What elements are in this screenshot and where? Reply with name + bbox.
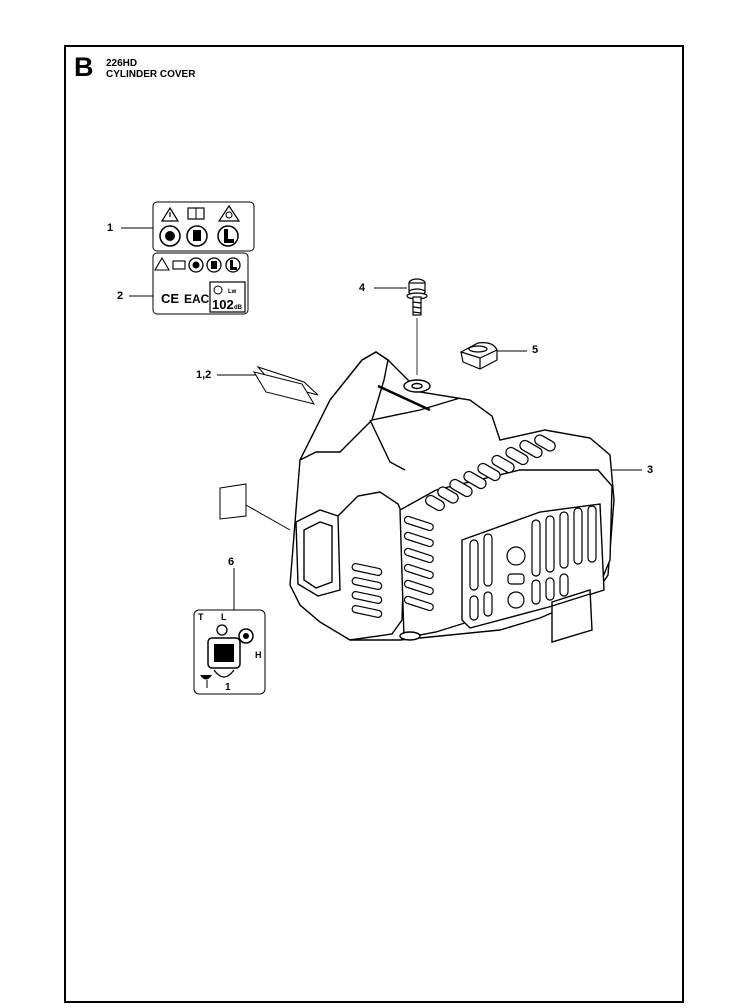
callout-1: 1 xyxy=(107,222,114,234)
warning-triangle-icon xyxy=(154,256,170,271)
gloves-icon xyxy=(206,257,222,273)
model-number: 226HD xyxy=(106,58,138,69)
callout-6: 6 xyxy=(228,556,235,568)
warning-triangle-icon xyxy=(160,206,180,222)
sound-prefix: Lw xyxy=(228,289,237,295)
leader-6b xyxy=(245,504,291,531)
carb-mark-1: 1 xyxy=(225,682,231,693)
sound-level-value: 102 xyxy=(212,297,234,312)
section-letter: B xyxy=(74,52,94,82)
carb-mark-l: L xyxy=(221,612,227,622)
carb-mark-t: T xyxy=(198,612,204,622)
screw-part-4 xyxy=(406,278,428,316)
side-vent-slots xyxy=(351,515,434,618)
boots-icon xyxy=(225,257,241,273)
callout-3: 3 xyxy=(647,464,654,476)
callout-2: 2 xyxy=(117,290,124,302)
decal-1 xyxy=(152,201,255,252)
gloves-icon xyxy=(186,225,208,247)
top-vent-slots xyxy=(425,434,556,512)
callout-5: 5 xyxy=(532,344,539,356)
callout-4: 4 xyxy=(359,282,366,294)
boots-icon xyxy=(217,225,239,247)
eye-protection-icon xyxy=(159,225,181,247)
eac-mark: EAC xyxy=(184,292,210,306)
rubber-pad-part-5 xyxy=(460,342,498,370)
debris-warning-icon xyxy=(217,204,241,222)
front-vent-slots xyxy=(469,505,597,621)
eye-protection-icon xyxy=(188,257,204,273)
carburetor-decal: T L H 1 xyxy=(193,609,266,695)
diagram-title: CYLINDER COVER xyxy=(106,69,196,80)
ce-mark: CE xyxy=(161,291,179,306)
decal-6-label xyxy=(219,483,247,520)
decal-2: CE EAC Lw 102 dB xyxy=(152,252,249,315)
sound-level-box xyxy=(209,281,246,313)
diagram-frame xyxy=(64,45,684,1003)
sound-icon xyxy=(213,285,223,295)
manual-book-icon xyxy=(172,260,186,270)
leader-lines xyxy=(121,227,642,612)
callout-1-2: 1,2 xyxy=(196,369,212,381)
sound-level-unit: dB xyxy=(234,305,243,311)
carb-mark-h: H xyxy=(255,650,262,660)
